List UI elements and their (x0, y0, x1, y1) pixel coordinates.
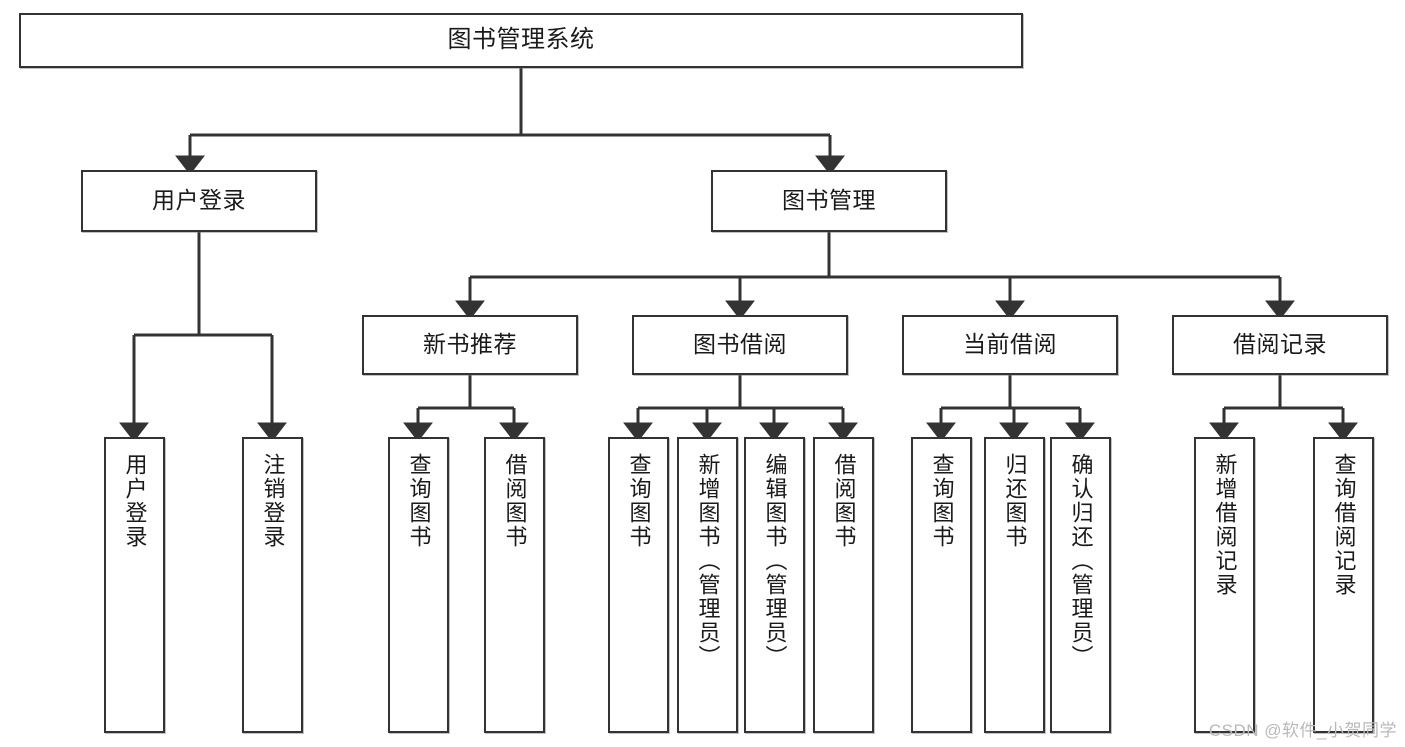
node-leaf-rec-query-record[interactable]: 查询借阅记录 (1313, 437, 1374, 733)
node-leaf-cur-confirm-return-label: 确认归还（管理员） (1068, 453, 1094, 669)
node-new-book-recommend-label: 新书推荐 (423, 331, 517, 358)
node-leaf-cur-return-book-label: 归还图书 (1002, 453, 1028, 549)
node-book-borrow-label: 图书借阅 (693, 331, 787, 358)
node-leaf-borrow-lend-book-label: 借阅图书 (831, 453, 857, 549)
node-current-borrow-label: 当前借阅 (963, 331, 1057, 358)
node-leaf-rec-add-record-label: 新增借阅记录 (1212, 453, 1238, 597)
node-borrow-record[interactable]: 借阅记录 (1172, 315, 1388, 375)
node-new-book-recommend[interactable]: 新书推荐 (362, 315, 578, 375)
node-root[interactable]: 图书管理系统 (19, 13, 1023, 68)
node-leaf-cur-query-book[interactable]: 查询图书 (911, 437, 972, 733)
node-book-borrow[interactable]: 图书借阅 (632, 315, 848, 375)
node-leaf-rec-query-record-label: 查询借阅记录 (1331, 453, 1357, 597)
node-leaf-user-login-label: 用户登录 (122, 453, 148, 549)
node-book-manage-label: 图书管理 (782, 187, 876, 214)
node-leaf-rec-borrow-book-label: 借阅图书 (502, 453, 528, 549)
node-user-login-label: 用户登录 (152, 187, 246, 214)
node-leaf-rec-add-record[interactable]: 新增借阅记录 (1194, 437, 1255, 733)
node-leaf-borrow-edit-book-label: 编辑图书（管理员） (762, 453, 788, 669)
node-leaf-rec-query-book-label: 查询图书 (406, 453, 432, 549)
node-leaf-user-logout-label: 注销登录 (260, 453, 286, 549)
node-leaf-borrow-query-book-label: 查询图书 (626, 453, 652, 549)
node-current-borrow[interactable]: 当前借阅 (902, 315, 1118, 375)
node-leaf-borrow-add-book[interactable]: 新增图书（管理员） (677, 437, 738, 733)
node-user-login[interactable]: 用户登录 (81, 170, 317, 232)
node-leaf-rec-query-book[interactable]: 查询图书 (388, 437, 449, 733)
node-leaf-borrow-add-book-label: 新增图书（管理员） (695, 453, 721, 669)
node-leaf-user-logout[interactable]: 注销登录 (242, 437, 303, 733)
node-leaf-borrow-edit-book[interactable]: 编辑图书（管理员） (744, 437, 805, 733)
node-leaf-rec-borrow-book[interactable]: 借阅图书 (484, 437, 545, 733)
node-book-manage[interactable]: 图书管理 (711, 170, 947, 232)
node-leaf-cur-return-book[interactable]: 归还图书 (984, 437, 1045, 733)
node-leaf-borrow-query-book[interactable]: 查询图书 (608, 437, 669, 733)
node-leaf-cur-query-book-label: 查询图书 (929, 453, 955, 549)
node-root-label: 图书管理系统 (447, 26, 595, 54)
node-leaf-borrow-lend-book[interactable]: 借阅图书 (813, 437, 874, 733)
node-leaf-user-login[interactable]: 用户登录 (104, 437, 165, 733)
node-leaf-cur-confirm-return[interactable]: 确认归还（管理员） (1050, 437, 1111, 733)
node-borrow-record-label: 借阅记录 (1233, 331, 1327, 358)
